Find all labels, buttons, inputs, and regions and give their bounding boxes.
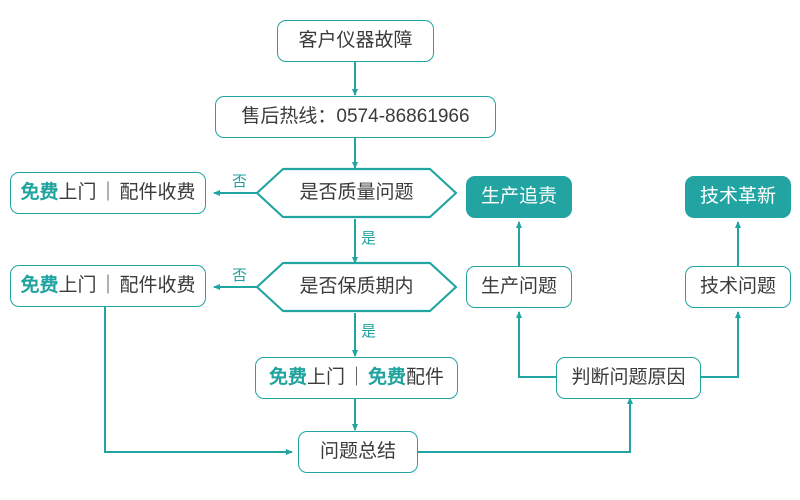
node-production-accountability[interactable]: 生产追责 bbox=[466, 176, 572, 218]
edge-diagnose-to-technical bbox=[701, 310, 742, 378]
node-label: 售后热线：0574-86861966 bbox=[241, 105, 470, 127]
onsite-text: 上门 bbox=[58, 274, 97, 296]
node-label: 生产问题 bbox=[480, 275, 557, 297]
separator: ｜ bbox=[98, 274, 118, 296]
onsite-text: 上门 bbox=[306, 366, 345, 388]
node-problem-summary[interactable]: 问题总结 bbox=[298, 431, 418, 473]
paid-parts-text: 配件收费 bbox=[119, 181, 196, 203]
edge-label-quality-yes: 是 bbox=[361, 230, 377, 247]
node-label: 客户仪器故障 bbox=[298, 29, 413, 51]
free-keyword: 免费 bbox=[20, 181, 59, 203]
node-within-warranty-decision[interactable]: 是否保质期内 bbox=[255, 261, 458, 313]
node-label-rich: 免费上门｜配件收费 bbox=[20, 274, 196, 297]
free-keyword: 免费 bbox=[20, 274, 59, 296]
free-keyword-parts: 免费 bbox=[368, 366, 407, 388]
node-after-sales-hotline[interactable]: 售后热线：0574-86861966 bbox=[215, 96, 496, 138]
node-free-visit-free-parts[interactable]: 免费上门｜免费配件 bbox=[255, 357, 458, 399]
node-label: 是否质量问题 bbox=[299, 181, 414, 203]
node-label-rich: 免费上门｜配件收费 bbox=[20, 181, 196, 204]
node-label-rich: 免费上门｜免费配件 bbox=[268, 366, 445, 389]
node-diagnose-root-cause[interactable]: 判断问题原因 bbox=[556, 357, 701, 399]
free-keyword-visit: 免费 bbox=[268, 366, 307, 388]
edge-label-quality-no: 否 bbox=[232, 173, 248, 190]
edge-label-warranty-no: 否 bbox=[232, 267, 248, 284]
node-label: 问题总结 bbox=[319, 440, 396, 462]
onsite-text: 上门 bbox=[58, 181, 97, 203]
node-label: 生产追责 bbox=[480, 185, 557, 207]
node-label: 是否保质期内 bbox=[299, 275, 414, 297]
node-free-visit-paid-parts-lower[interactable]: 免费上门｜配件收费 bbox=[10, 265, 206, 307]
edge-paid2-to-summary bbox=[104, 306, 294, 456]
parts-text: 配件 bbox=[406, 366, 445, 388]
hexagon-shape bbox=[255, 167, 458, 219]
node-label: 技术革新 bbox=[699, 185, 776, 207]
separator: ｜ bbox=[98, 181, 118, 203]
hexagon-shape bbox=[255, 261, 458, 313]
node-customer-equipment-fault[interactable]: 客户仪器故障 bbox=[277, 20, 434, 62]
node-label: 技术问题 bbox=[699, 275, 776, 297]
separator: ｜ bbox=[346, 366, 366, 388]
edge-diagnose-to-production bbox=[515, 310, 556, 378]
edge-summary-to-diagnose bbox=[418, 396, 634, 453]
node-is-quality-issue-decision[interactable]: 是否质量问题 bbox=[255, 167, 458, 219]
edge-label-warranty-yes: 是 bbox=[361, 323, 377, 340]
node-technical-innovation[interactable]: 技术革新 bbox=[685, 176, 791, 218]
node-technical-issue[interactable]: 技术问题 bbox=[685, 266, 791, 308]
node-free-visit-paid-parts-upper[interactable]: 免费上门｜配件收费 bbox=[10, 172, 206, 214]
node-label: 判断问题原因 bbox=[571, 366, 686, 388]
node-production-issue[interactable]: 生产问题 bbox=[466, 266, 572, 308]
paid-parts-text: 配件收费 bbox=[119, 274, 196, 296]
